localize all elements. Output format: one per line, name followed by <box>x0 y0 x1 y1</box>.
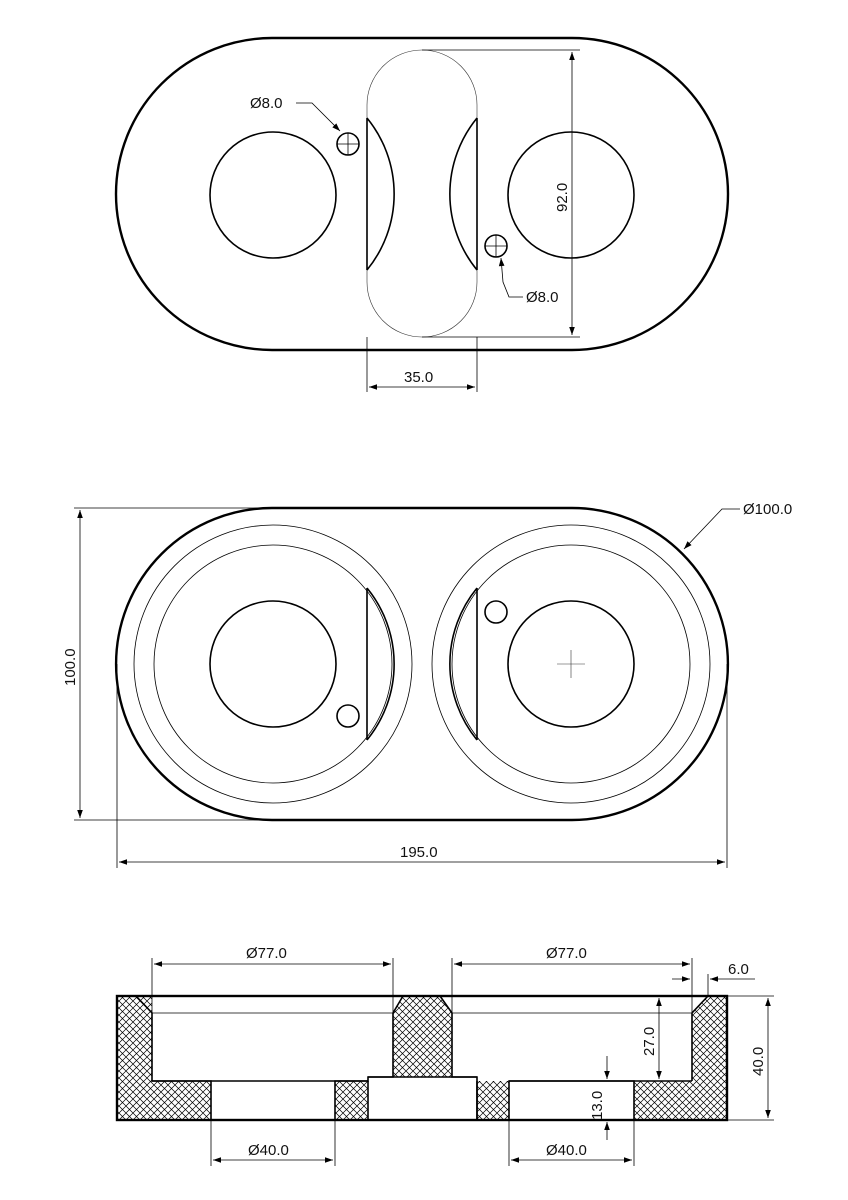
pocket-depth-label: 27.0 <box>641 1027 658 1056</box>
middle-small-hole-left <box>336 704 360 728</box>
hole-left-label: Ø8.0 <box>250 95 283 112</box>
top-left-crescent <box>366 117 395 271</box>
middle-right-inner-ring <box>451 544 691 784</box>
leader-end-diameter <box>683 508 740 550</box>
top-right-bore <box>507 131 635 259</box>
slot-height-label: 92.0 <box>554 183 571 212</box>
top-right-crescent <box>449 117 478 271</box>
top-small-hole-right <box>484 234 508 258</box>
leader-left-hole <box>296 102 341 132</box>
middle-left-bore <box>209 600 337 728</box>
hole-right-label: Ø8.0 <box>526 289 559 306</box>
chamfer-label: 6.0 <box>728 961 749 978</box>
end-diameter-label: Ø100.0 <box>743 501 792 518</box>
middle-view: 100.0 195.0 Ø100.0 <box>62 501 792 868</box>
section-hatch-center-web-right <box>477 1081 509 1120</box>
top-small-hole-left <box>336 132 360 156</box>
overall-width-label: 195.0 <box>400 844 438 861</box>
leader-right-hole <box>498 257 523 298</box>
total-height-label: 40.0 <box>750 1047 767 1076</box>
right-bore-label: Ø77.0 <box>546 945 587 962</box>
middle-left-outer-ring <box>133 524 413 804</box>
middle-right-bore <box>507 600 635 728</box>
overall-height-label: 100.0 <box>62 648 79 686</box>
middle-left-inner-ring <box>153 544 393 784</box>
section-hatch-left-floor <box>117 1081 211 1120</box>
middle-left-crescent <box>366 587 395 741</box>
right-hole-label: Ø40.0 <box>546 1142 587 1159</box>
center-mark <box>557 650 585 678</box>
section-outline <box>115 994 729 1122</box>
section-hatch-right-floor <box>634 1081 727 1120</box>
middle-right-outer-ring <box>431 524 711 804</box>
left-bore-label: Ø77.0 <box>246 945 287 962</box>
middle-small-hole-right <box>484 600 508 624</box>
top-view: Ø8.0 Ø8.0 92.0 35.0 <box>114 36 730 392</box>
section-hatch-right-wall <box>692 996 727 1081</box>
middle-outline <box>114 506 730 822</box>
section-view: Ø77.0 Ø77.0 6.0 27.0 40.0 13.0 Ø40.0 Ø40… <box>115 945 774 1166</box>
top-slot <box>366 49 478 338</box>
section-hatch-center-peak <box>393 996 452 1077</box>
section-hatch-left-wall-top <box>117 996 152 1081</box>
middle-right-crescent <box>449 587 478 741</box>
slot-width-label: 35.0 <box>404 369 433 386</box>
left-hole-label: Ø40.0 <box>248 1142 289 1159</box>
section-hatch-center-web-left <box>335 1081 368 1120</box>
top-outline <box>114 36 730 352</box>
step-height-label: 13.0 <box>589 1091 606 1120</box>
top-left-bore <box>209 131 337 259</box>
